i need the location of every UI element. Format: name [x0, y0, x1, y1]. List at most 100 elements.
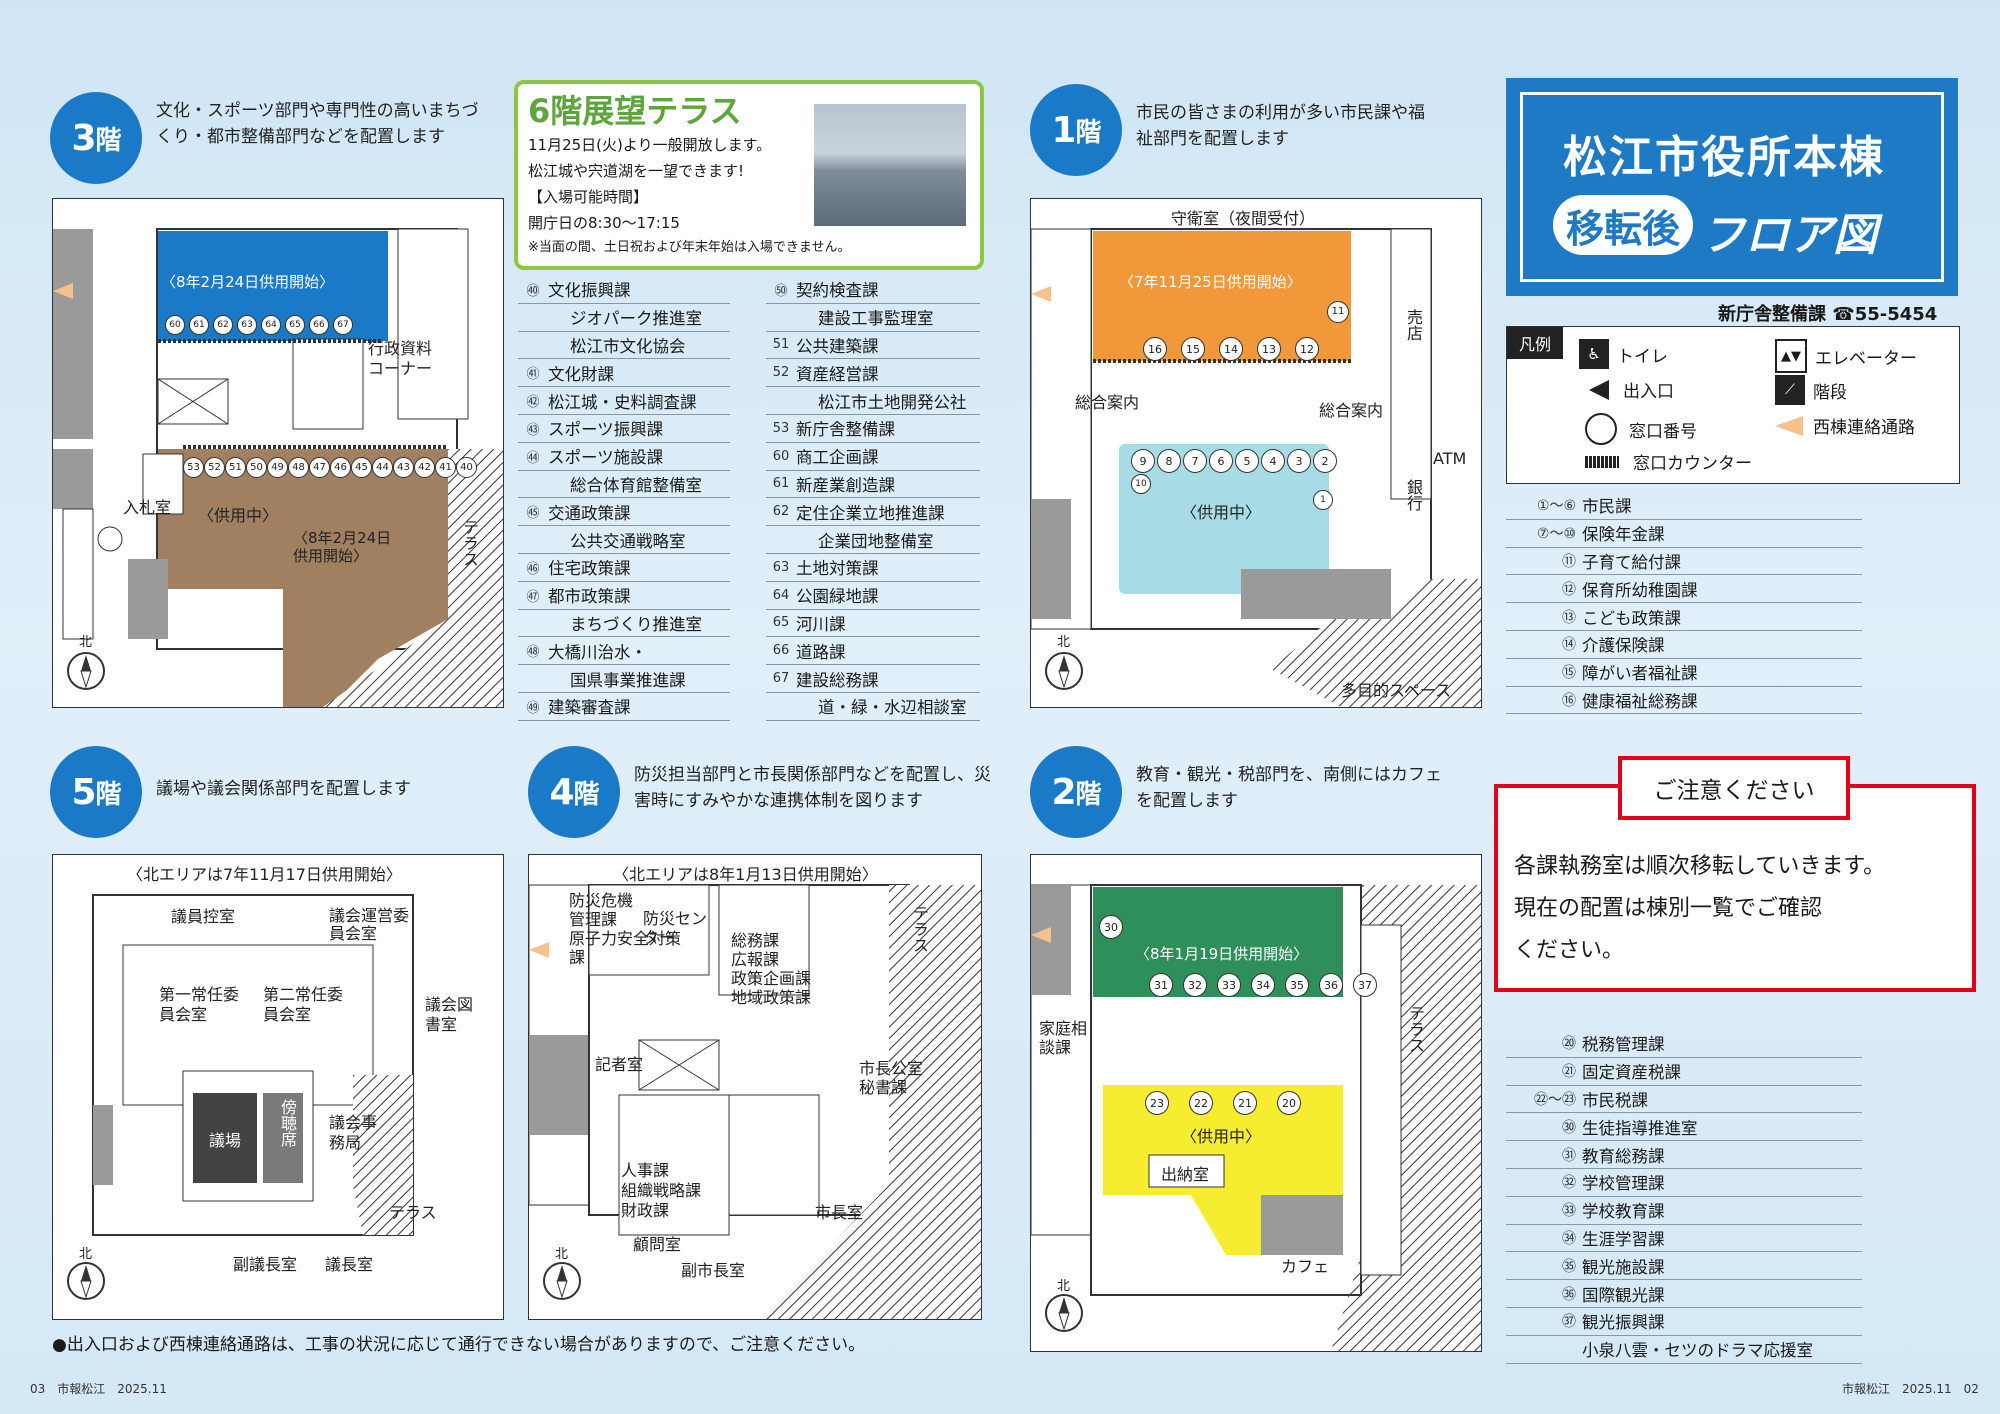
floor-1-sogo-label-1: 総合案内: [1075, 393, 1140, 412]
dept-name: 健康福祉総務課: [1582, 691, 1698, 711]
dept-number: 60: [772, 448, 790, 464]
dept-number: ㉒～㉓: [1534, 1091, 1576, 1108]
floor-4-terrace-label: テラス: [910, 905, 929, 953]
floor-3-gyosei-label: 行政資料コーナー: [368, 339, 433, 378]
dept-list-item: 道・緑・水辺相談室: [766, 693, 980, 721]
dept-name: 小泉八雲・セツのドラマ応援室: [1582, 1341, 1813, 1361]
floor-5-north-label: 北: [79, 1247, 93, 1262]
dept-number: ①～⑥: [1536, 498, 1576, 515]
legend-west-link: 西棟連絡通路: [1775, 413, 1915, 438]
floor-5-fukugicho-label: 副議長室: [233, 1255, 298, 1274]
window-number-circle: 15: [1181, 337, 1205, 361]
footer-left: 03 市報松江 2025.11: [30, 1382, 167, 1396]
floor-2-open-label: 〈8年1月19日供用開始〉: [1135, 945, 1309, 963]
floor-4-bosai-center-label: 防災センター: [643, 909, 708, 947]
window-number-circle: 6: [1209, 449, 1233, 473]
floor-2-cafe-label: カフェ: [1281, 1257, 1330, 1276]
window-number-icon: [1585, 413, 1617, 445]
dept-name: 文化財課: [548, 364, 614, 384]
dept-list-item: ジオパーク推進室: [518, 304, 730, 332]
floor-1-atm-label: ATM: [1433, 449, 1467, 468]
floor-4-description: 防災担当部門と市長関係部門などを配置し、災害時にすみやかな連携体制を図ります: [634, 765, 991, 811]
dept-number: 51: [772, 337, 790, 353]
floor-5-hikae-label: 議員控室: [171, 907, 236, 926]
dept-name: 公園緑地課: [796, 587, 879, 607]
floor-4-kisha-label: 記者室: [595, 1055, 644, 1074]
dept-name: 保育所幼稚園課: [1582, 580, 1698, 600]
dept-number: ⑭: [1562, 637, 1576, 654]
dept-name: 市民課: [1582, 497, 1632, 517]
floor-2-terrace-label: テラス: [1406, 1005, 1425, 1053]
notice-line-1: 各課執務室は順次移転していきます。: [1514, 854, 1886, 879]
dept-name: 契約検査課: [796, 281, 879, 301]
terrace-6f-box: 6階展望テラス 11月25日(火)より一般開放します。 松江城や宍道湖を一望でき…: [514, 80, 984, 270]
title-bubble: 移転後: [1553, 195, 1693, 255]
window-number-circle: 37: [1353, 973, 1377, 997]
floor-5-north-area: 〈北エリアは7年11月17日供用開始〉: [127, 865, 402, 884]
footnote: ●出入口および西棟連絡通路は、工事の状況に応じて通行できない場合がありますので、…: [52, 1335, 866, 1355]
dept-number: ㊺: [526, 506, 540, 522]
terrace-6f-line3: 【入場可能時間】: [528, 188, 649, 206]
legend-window-number: 窓口番号: [1585, 413, 1697, 445]
dept-name: 建設総務課: [796, 670, 879, 690]
floor-4-zaisei-label: 財政課: [621, 1201, 670, 1220]
window-number-circle: 50: [246, 457, 267, 478]
dept-name: 学校管理課: [1582, 1174, 1665, 1194]
dept-number: ⑦～⑩: [1536, 526, 1576, 543]
dept-name: 税務管理課: [1582, 1035, 1665, 1055]
dept-number: ⑮: [1562, 665, 1576, 682]
dept-name: 河川課: [796, 614, 846, 634]
window-number-circle: 14: [1219, 337, 1243, 361]
floor-1-baiten-label: 売店: [1404, 309, 1423, 341]
dept-number: 65: [772, 615, 790, 631]
legend-counter: 窓口カウンター: [1585, 449, 1752, 474]
dept-name: 教育総務課: [1582, 1146, 1665, 1166]
stairs-icon: ⟋: [1775, 375, 1805, 405]
dept-list-item: 65 河川課: [766, 610, 980, 638]
floor-1-kyoyo-label: 〈供用中〉: [1181, 503, 1262, 522]
dept-number: ㊸: [526, 422, 540, 438]
dept-name: 市民税課: [1582, 1090, 1648, 1110]
window-number-circle: 2: [1313, 449, 1337, 473]
dept-name: 介護保険課: [1582, 636, 1665, 656]
dept-list-item: 建設工事監理室: [766, 304, 980, 332]
dept-name: 観光振興課: [1582, 1313, 1665, 1333]
window-number-circle: 8: [1157, 449, 1181, 473]
floor-1-sogo-label-2: 総合案内: [1319, 401, 1384, 420]
dept-number: ⑪: [1562, 553, 1576, 570]
dept-name: 公共交通戦略室: [570, 531, 686, 551]
floor-5-dai1-label: 第一常任委員会室: [159, 985, 240, 1024]
window-number-circle: 63: [237, 315, 257, 335]
floor-2-suito-label: 出納室: [1161, 1165, 1210, 1184]
dept-name: 新庁舎整備課: [796, 420, 895, 440]
dept-list-item: 松江市文化協会: [518, 332, 730, 360]
window-number-circle: 41: [435, 457, 456, 478]
dept-number: ㉑: [1562, 1064, 1576, 1081]
dept-number: 62: [772, 504, 790, 520]
window-number-circle: 35: [1285, 973, 1309, 997]
dept-name: 都市政策課: [548, 587, 631, 607]
dept-name: 松江市土地開発公社: [818, 392, 967, 412]
floor-5-plan-shapes: [67, 894, 414, 1300]
terrace-6f-title: 6階展望テラス: [528, 92, 742, 130]
dept-list-item: 企業団地整備室: [766, 526, 980, 554]
